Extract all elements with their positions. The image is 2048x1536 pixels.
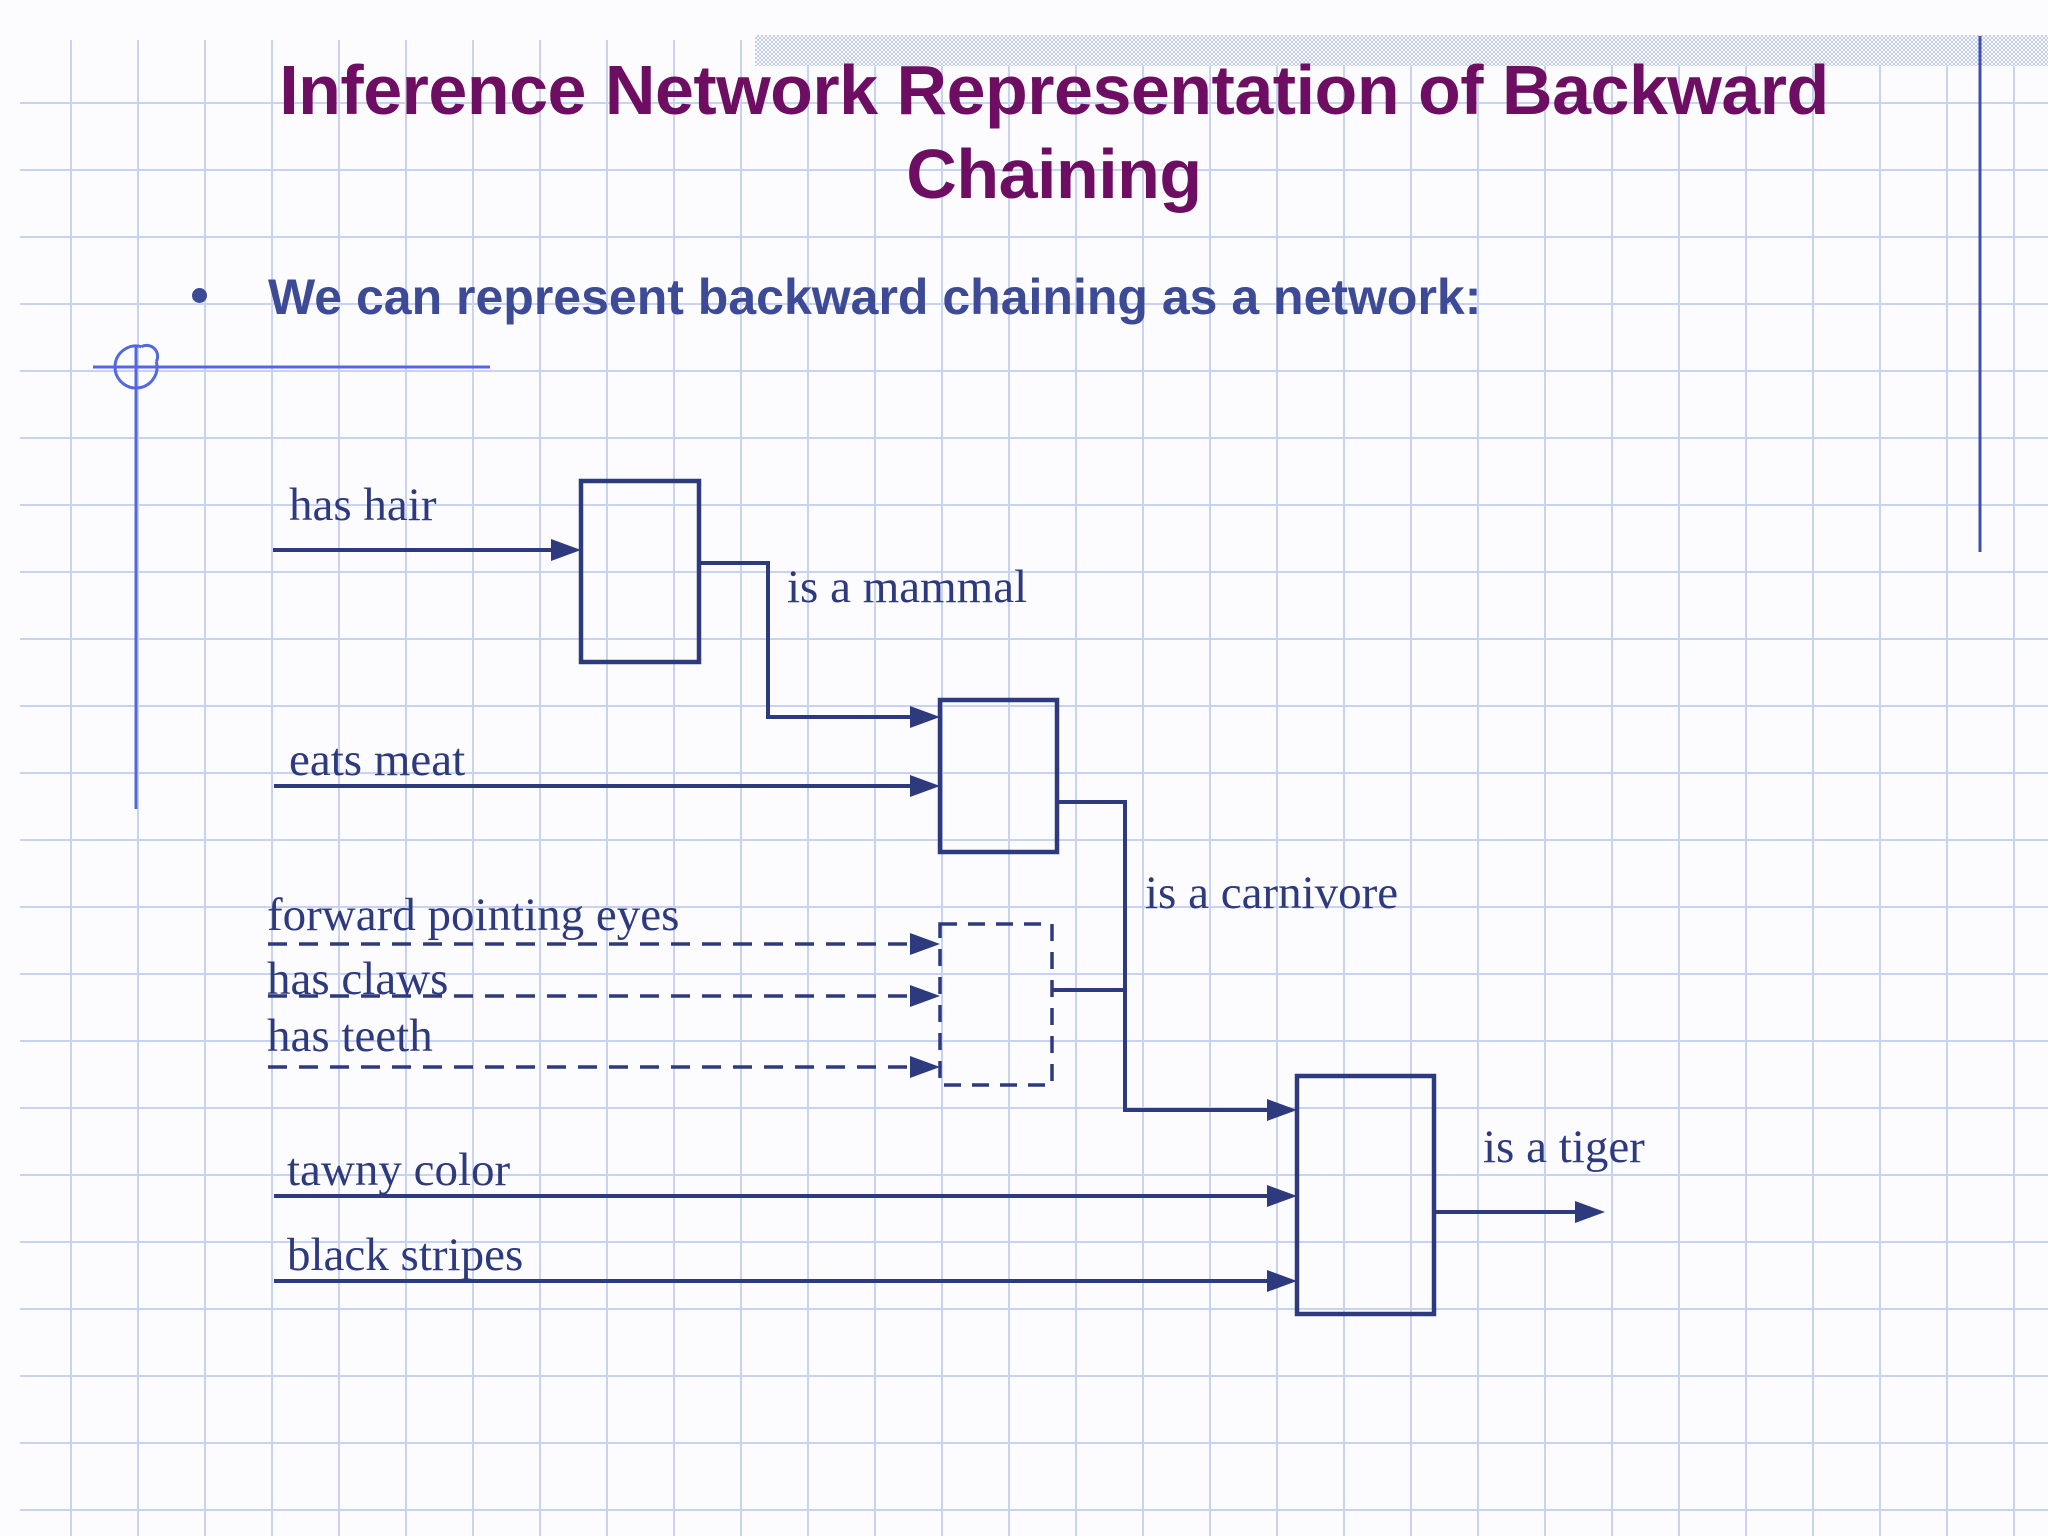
arrowhead-icon xyxy=(1575,1201,1605,1223)
label-tawny-color: tawny color xyxy=(287,1144,511,1196)
arrowhead-icon xyxy=(1267,1099,1297,1121)
label-is-a-tiger: is a tiger xyxy=(1483,1121,1645,1173)
label-has-hair: has hair xyxy=(289,479,437,531)
decor-circle-notch-icon xyxy=(140,343,160,363)
edge-is-a-carnivore xyxy=(1057,800,1269,1112)
arrowhead-icon xyxy=(1267,1270,1297,1292)
decor-circle-icon xyxy=(113,344,159,390)
bullet-text: We can represent backward chaining as a … xyxy=(268,269,1482,325)
node-carnivore xyxy=(937,697,1060,855)
label-forward-pointing-eyes: forward pointing eyes xyxy=(267,889,680,941)
label-is-a-carnivore: is a carnivore xyxy=(1145,867,1399,919)
label-is-a-mammal: is a mammal xyxy=(787,561,1028,613)
top-right-band xyxy=(755,35,2048,66)
node-mammal xyxy=(578,478,702,665)
arrowhead-icon xyxy=(910,775,940,797)
label-has-claws: has claws xyxy=(267,953,449,1005)
arrowhead-icon xyxy=(1267,1185,1297,1207)
title-line-1: Inference Network Representation of Back… xyxy=(279,51,1829,129)
bullet-icon xyxy=(192,288,207,303)
label-black-stripes: black stripes xyxy=(287,1229,524,1281)
node-carnivore-alt xyxy=(938,922,1054,1087)
label-has-teeth: has teeth xyxy=(267,1010,433,1062)
arrowhead-icon xyxy=(910,985,940,1007)
arrowhead-icon xyxy=(910,933,940,955)
page-title: Inference Network Representation of Back… xyxy=(0,48,2048,216)
title-line-2: Chaining xyxy=(906,135,1202,213)
arrowhead-icon xyxy=(910,706,940,728)
arrowhead-icon xyxy=(551,539,581,561)
edge-is-a-mammal xyxy=(699,561,912,719)
node-tiger xyxy=(1294,1073,1437,1317)
label-eats-meat: eats meat xyxy=(289,734,466,786)
arrowhead-icon xyxy=(910,1056,940,1078)
